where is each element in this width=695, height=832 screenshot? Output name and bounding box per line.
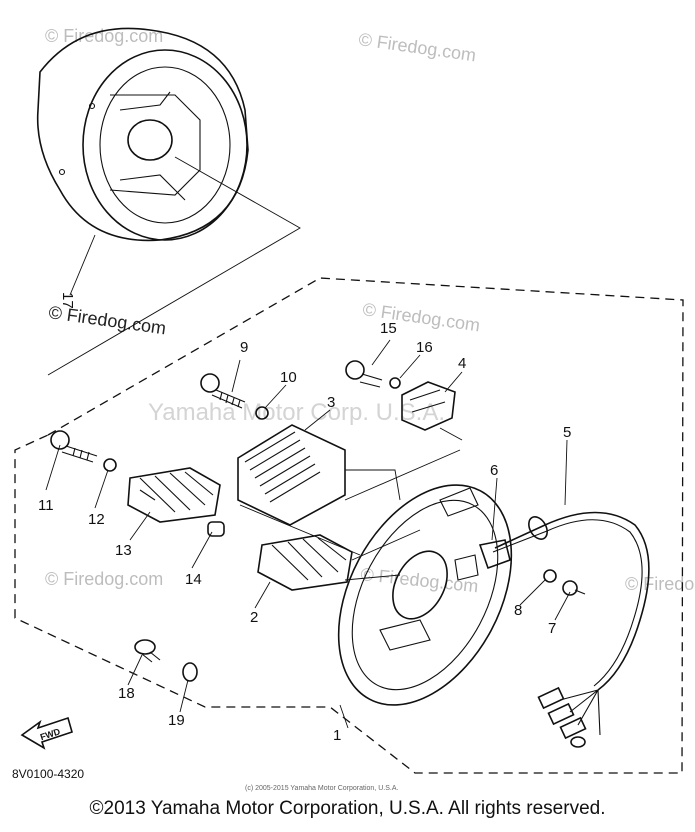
bolt-part-15 <box>345 360 383 388</box>
washer-part-16 <box>389 377 401 389</box>
bolt-part-9 <box>200 373 246 409</box>
small-copyright: (c) 2005-2015 Yamaha Motor Corporation, … <box>245 785 398 792</box>
leader-line <box>344 529 421 581</box>
part-number: 5 <box>563 424 571 441</box>
forward-arrow-icon: FWD <box>20 716 73 750</box>
watermark: © Firedog.com <box>357 29 477 65</box>
leader-line <box>69 234 96 296</box>
coil-part-13 <box>127 467 221 523</box>
part-number: 16 <box>416 339 433 356</box>
washer-part-10 <box>255 406 269 420</box>
lead-wire-part <box>494 511 650 691</box>
part-number: 12 <box>88 511 105 528</box>
washer-part-8 <box>543 569 557 583</box>
screw-part-7 <box>562 580 586 596</box>
part-number: 6 <box>490 462 498 479</box>
grommet <box>528 516 548 540</box>
washer-part-19 <box>182 662 198 682</box>
part-number: 3 <box>327 394 335 411</box>
callout-leaders <box>45 339 571 729</box>
part-number: 19 <box>168 712 185 729</box>
exploded-view-svg: © Firedog.com © Firedog.com © Firedog.co… <box>12 26 695 792</box>
watermark: © Firedog.com <box>360 564 480 596</box>
part-number: 1 <box>333 727 341 744</box>
screw-part-18 <box>134 639 161 663</box>
part-number: 18 <box>118 685 135 702</box>
lead-wire-part <box>492 519 643 687</box>
pickup-part-4 <box>401 381 456 431</box>
part-number: 10 <box>280 369 297 386</box>
part-number: 4 <box>458 355 466 372</box>
bolt-part-11 <box>50 430 98 463</box>
part-number: 2 <box>250 609 258 626</box>
part-number: 13 <box>115 542 132 559</box>
part-number: 9 <box>240 339 248 356</box>
part-number: 17 <box>59 292 76 309</box>
collar-part-14 <box>207 521 225 537</box>
stator-plate-part <box>337 484 513 706</box>
clamp-part <box>478 539 511 570</box>
coil-part-3 <box>237 424 346 526</box>
footer-copyright: ©2013 Yamaha Motor Corporation, U.S.A. A… <box>89 798 606 819</box>
part-number: 8 <box>514 602 522 619</box>
part-number: 11 <box>38 497 54 514</box>
connector-bundle <box>537 686 601 748</box>
watermark: © Firedog.com <box>45 569 163 589</box>
leader-line <box>439 427 463 441</box>
leader-line <box>47 156 301 376</box>
flywheel-part <box>36 27 249 242</box>
watermark-center: Yamaha Motor Corp. U.S.A. <box>148 399 445 426</box>
watermark: © Firedog.com <box>625 574 695 594</box>
diagram-code: 8V0100-4320 <box>12 767 84 781</box>
leader-line <box>239 449 461 556</box>
part-number: 7 <box>548 620 556 637</box>
part-number: 15 <box>380 320 397 337</box>
coil-part-2 <box>257 534 353 591</box>
assembly-boundary <box>14 277 684 774</box>
part-number: 14 <box>185 571 202 588</box>
washer-part-12 <box>103 458 117 472</box>
